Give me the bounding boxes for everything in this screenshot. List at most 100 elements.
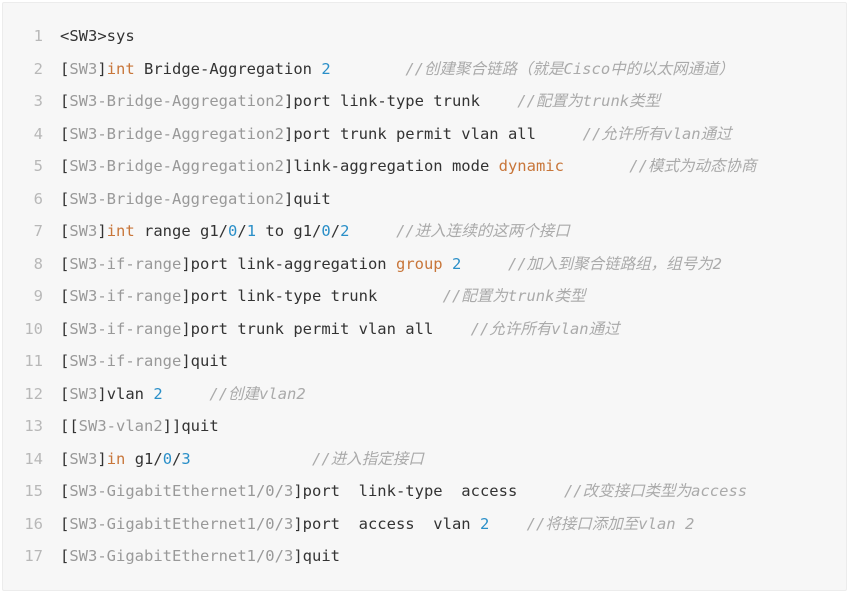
line-code: [SW3-GigabitEthernet1/0/3]port link-type… <box>60 475 747 507</box>
code-token: ] <box>293 547 303 565</box>
code-token: / <box>237 222 247 240</box>
code-token: g1/ <box>125 449 163 468</box>
code-line: 17[SW3-GigabitEthernet1/0/3]quit <box>3 540 846 572</box>
code-token: [ <box>60 254 70 273</box>
code-token: [ <box>60 384 70 403</box>
code-token: 3 <box>181 449 191 468</box>
code-token: vlan <box>106 384 154 403</box>
code-token <box>489 515 526 533</box>
code-token: //允许所有vlan通过 <box>582 124 732 143</box>
line-number: 3 <box>33 92 43 110</box>
line-code: [SW3]int range g1/0/1 to g1/0/2 //进入连续的这… <box>60 215 570 247</box>
code-line: 9[SW3-if-range]port link-type trunk //配置… <box>3 280 846 312</box>
code-line: 11[SW3-if-range]quit <box>3 345 846 377</box>
code-line: 16 [SW3-GigabitEthernet1/0/3]port access … <box>3 508 846 540</box>
code-token: [ <box>60 92 70 110</box>
line-number: 14 <box>24 449 43 468</box>
code-token: ] <box>181 352 191 370</box>
code-line: 7[SW3]int range g1/0/1 to g1/0/2 //进入连续的… <box>3 215 846 247</box>
code-line: 15[SW3-GigabitEthernet1/0/3]port link-ty… <box>3 475 846 507</box>
code-token: SW3-Bridge-Aggregation2 <box>69 92 284 110</box>
code-token: quit <box>293 189 331 208</box>
code-token: ] <box>283 124 294 143</box>
line-code: [SW3-if-range]port trunk permit vlan all… <box>60 313 620 345</box>
code-token: [ <box>60 352 70 370</box>
code-token: SW3-if-range <box>69 287 182 305</box>
line-code: [SW3]int Bridge-Aggregation 2 //创建聚合链路（就… <box>60 53 734 85</box>
code-token: [ <box>60 547 70 565</box>
code-line: 13 [[SW3-vlan2]]quit <box>3 410 846 442</box>
code-token: [ <box>60 287 70 305</box>
code-token: [ <box>60 482 70 500</box>
code-token: port link-type access <box>302 482 564 500</box>
code-token: ] <box>283 92 294 110</box>
code-token: port link-type trunk <box>190 287 443 305</box>
code-token: ] <box>283 157 294 175</box>
code-token: //允许所有vlan通过 <box>470 319 620 338</box>
code-token: in <box>106 449 126 468</box>
code-token: [ <box>60 514 70 533</box>
code-token: 2 <box>479 514 490 533</box>
line-number: 16 <box>24 514 43 533</box>
code-token: quit <box>181 417 219 435</box>
line-code: <SW3>sys <box>60 20 135 52</box>
code-line: 6[SW3-Bridge-Aggregation2]quit <box>3 183 846 215</box>
code-token: range g1/ <box>134 222 229 240</box>
code-token: SW3-if-range <box>69 352 182 370</box>
code-token: to g1/ <box>256 222 322 240</box>
code-token: //配置为trunk类型 <box>442 287 586 305</box>
code-token: [ <box>60 319 70 338</box>
code-token: SW3-if-range <box>69 319 182 338</box>
code-token: SW3 <box>69 222 98 240</box>
code-token: //创建vlan2 <box>209 384 306 403</box>
code-token: [ <box>60 449 70 468</box>
code-token: 0 <box>321 222 331 240</box>
code-token: / <box>172 449 182 468</box>
line-code: [SW3-GigabitEthernet1/0/3]quit <box>60 540 340 572</box>
code-line: 12 [SW3]vlan 2 //创建vlan2 <box>3 378 846 410</box>
code-token: ] <box>97 384 107 403</box>
code-token: SW3-Bridge-Aggregation2 <box>69 189 284 208</box>
code-token: [ <box>60 124 70 143</box>
line-number: 4 <box>33 124 43 143</box>
line-code: [SW3]in g1/0/3 //进入指定接口 <box>60 443 424 475</box>
code-token: //配置为trunk类型 <box>517 92 661 110</box>
code-token <box>564 157 629 175</box>
code-token: port link-aggregation <box>190 254 396 273</box>
line-number: 5 <box>33 157 43 175</box>
code-token: 0 <box>228 222 238 240</box>
code-token: port access vlan <box>302 514 480 533</box>
code-token: SW3 <box>69 59 98 78</box>
line-code: [SW3-GigabitEthernet1/0/3]port access vl… <box>60 508 694 540</box>
code-token: SW3 <box>69 384 98 403</box>
code-token: group <box>395 254 443 273</box>
code-token: //将接口添加至vlan 2 <box>526 514 695 533</box>
code-token: port trunk permit vlan all <box>190 319 471 338</box>
code-token: ] <box>181 287 191 305</box>
code-token: //模式为动态协商 <box>629 157 757 175</box>
code-line: 2 [SW3]int Bridge-Aggregation 2 //创建聚合链路（… <box>3 53 846 85</box>
line-number: 10 <box>24 319 43 338</box>
code-token: int <box>106 59 135 78</box>
code-token: ]] <box>162 417 182 435</box>
code-token: port link-type trunk <box>293 92 518 110</box>
line-number: 1 <box>33 27 43 45</box>
line-number: 13 <box>24 417 43 435</box>
line-number: 2 <box>33 59 43 78</box>
code-token: int <box>106 222 135 240</box>
code-token <box>349 222 396 240</box>
line-code: [SW3-Bridge-Aggregation2]link-aggregatio… <box>60 150 756 182</box>
code-token: ] <box>181 254 191 273</box>
line-code: [SW3-if-range]quit <box>60 345 228 377</box>
line-code: [SW3]vlan 2 //创建vlan2 <box>60 378 306 410</box>
code-token: ] <box>181 319 191 338</box>
code-token: 2 <box>340 222 350 240</box>
code-token: link-aggregation mode <box>293 157 499 175</box>
code-token: ] <box>293 514 303 533</box>
code-line: 10 [SW3-if-range]port trunk permit vlan a… <box>3 313 846 345</box>
code-token: SW3-vlan2 <box>78 417 163 435</box>
line-number: 12 <box>24 384 43 403</box>
code-token: ] <box>97 59 107 78</box>
line-code: [SW3-Bridge-Aggregation2]port trunk perm… <box>60 118 732 150</box>
code-token: [[ <box>60 417 79 435</box>
